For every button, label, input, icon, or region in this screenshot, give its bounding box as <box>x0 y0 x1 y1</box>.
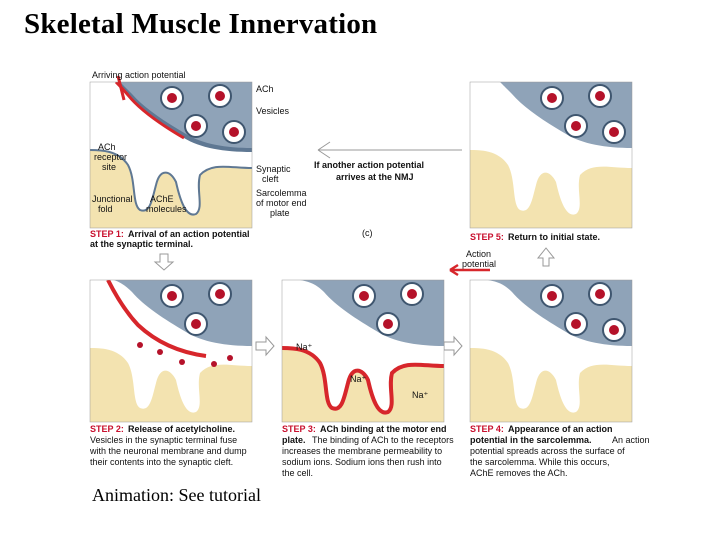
step4-text-2: potential in the sarcolemma. <box>470 435 592 445</box>
step1-label: STEP 1: <box>90 229 124 239</box>
step3-caption-2: sodium ions. Sodium ions then rush into <box>282 457 442 467</box>
panel-step4 <box>470 280 632 422</box>
arriving-arrow-icon <box>116 75 126 101</box>
label-ache-1: AChE <box>150 194 174 204</box>
animation-note: Animation: See tutorial <box>92 485 261 505</box>
up-arrow-icon <box>536 247 556 267</box>
action-potential-arrow-icon <box>449 263 490 277</box>
center-arrow-text-2: arrives at the NMJ <box>336 172 414 182</box>
right-arrow-icon-1 <box>255 335 275 357</box>
panel-step2 <box>90 280 252 422</box>
step2-caption-1: Vesicles in the synaptic terminal fuse <box>90 435 237 445</box>
vesicles-panel1 <box>160 84 246 144</box>
label-synaptic-2: cleft <box>262 174 279 184</box>
label-sarcolemma-1: Sarcolemma <box>256 188 307 198</box>
step4-caption-2: the sarcolemma. While this occurs, <box>470 457 610 467</box>
step2-caption-2: with the neuronal membrane and dump <box>89 446 247 456</box>
label-action-1: Action <box>466 249 491 259</box>
label-junctional-2: fold <box>98 204 113 214</box>
panel-step3 <box>282 280 444 422</box>
label-sarcolemma-3: plate <box>270 208 290 218</box>
down-arrow-icon <box>153 253 175 271</box>
label-na-2: Na⁺ <box>350 374 367 384</box>
label-junctional-1: Junctional <box>92 194 133 204</box>
step4-text-1: Appearance of an action <box>508 424 613 434</box>
slide-title: Skeletal Muscle Innervation <box>24 8 378 40</box>
step1-text-2: at the synaptic terminal. <box>90 239 193 249</box>
label-ach-receptor-2: receptor <box>94 152 127 162</box>
figure-label-c: (c) <box>362 228 373 238</box>
step3-caption-0: The binding of ACh to the receptors <box>312 435 454 445</box>
label-na-1: Na⁺ <box>296 342 313 352</box>
label-sarcolemma-2: of motor end <box>256 198 307 208</box>
label-ache-2: molecules <box>146 204 187 214</box>
label-synaptic-1: Synaptic <box>256 164 291 174</box>
return-arrow-icon <box>317 141 462 159</box>
step2-text: Release of acetylcholine. <box>128 424 235 434</box>
center-arrow-text-1: If another action potential <box>314 160 424 170</box>
label-ach-receptor-3: site <box>102 162 116 172</box>
label-ach-receptor-1: ACh <box>98 142 116 152</box>
step4-caption-1: potential spreads across the surface of <box>470 446 625 456</box>
label-vesicles: Vesicles <box>256 106 290 116</box>
step3-label: STEP 3: <box>282 424 316 434</box>
step1-text-1: Arrival of an action potential <box>128 229 250 239</box>
step3-caption-1: increases the membrane permeability to <box>282 446 442 456</box>
label-arriving: Arriving action potential <box>92 70 186 80</box>
step4-label: STEP 4: <box>470 424 504 434</box>
panel-step5 <box>470 82 632 228</box>
step3-text-1: ACh binding at the motor end <box>320 424 447 434</box>
step3-caption-3: the cell. <box>282 468 313 478</box>
step4-caption-3: AChE removes the ACh. <box>470 468 568 478</box>
right-arrow-icon-2 <box>443 335 463 357</box>
step2-caption-3: their contents into the synaptic cleft. <box>90 457 233 467</box>
step2-label: STEP 2: <box>90 424 124 434</box>
step4-caption-0: An action <box>612 435 650 445</box>
step3-text-2: plate. <box>282 435 306 445</box>
label-action-2: potential <box>462 259 496 269</box>
step5-label: STEP 5: <box>470 232 504 242</box>
label-na-3: Na⁺ <box>412 390 429 400</box>
label-ach: ACh <box>256 84 274 94</box>
step5-text: Return to initial state. <box>508 232 600 242</box>
